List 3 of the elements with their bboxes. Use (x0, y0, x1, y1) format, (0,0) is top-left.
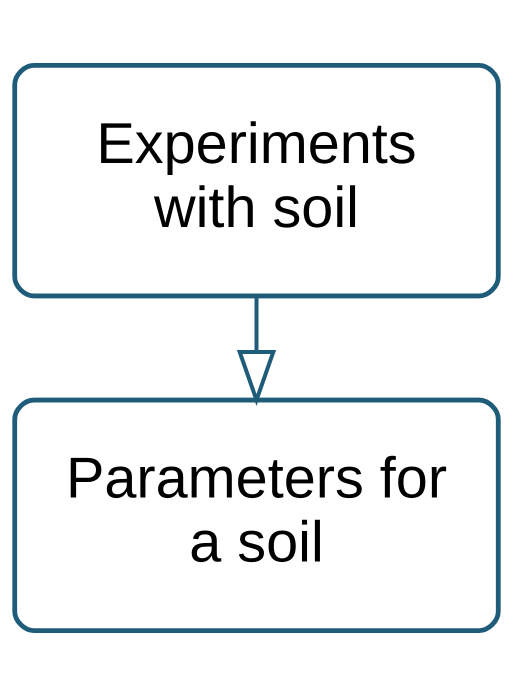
node-box: Parameters for a soil (12, 397, 501, 632)
arrow (236, 296, 276, 406)
node-box: Experiments with soil (12, 62, 501, 298)
